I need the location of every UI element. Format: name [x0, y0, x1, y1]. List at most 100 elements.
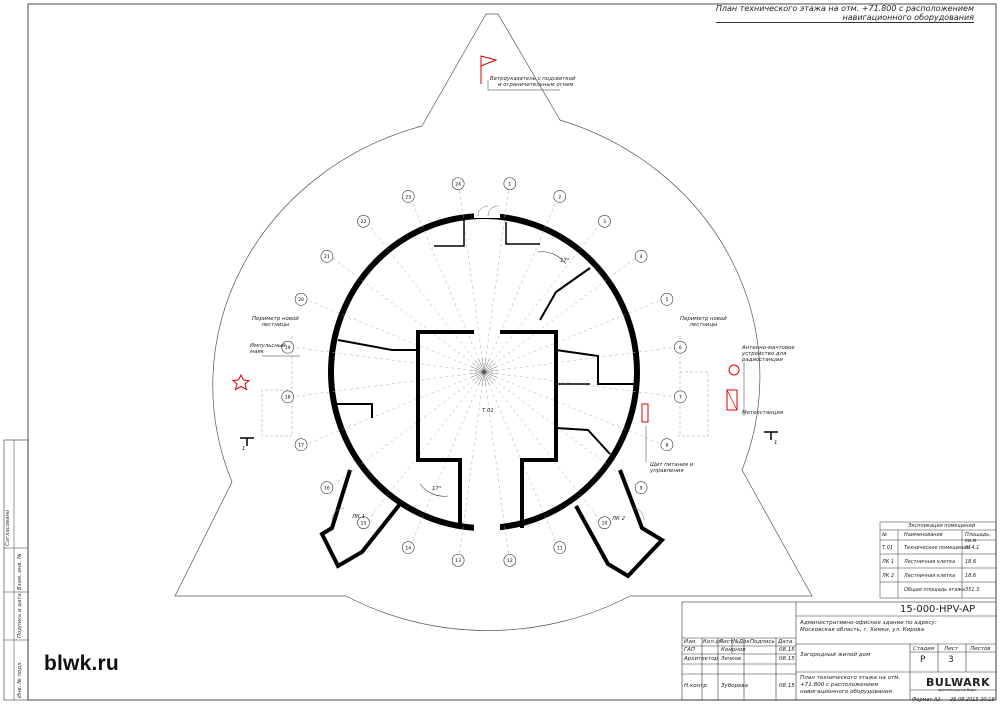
core-wall: [416, 330, 558, 528]
side-approved: Согласовано: [5, 509, 11, 546]
label-room-center: Т.01: [482, 408, 494, 414]
column-marker: 18: [281, 390, 294, 404]
column-marker-label: 9: [640, 485, 643, 491]
stamp-header: Лист: [719, 639, 733, 645]
radial-line: [285, 346, 485, 373]
column-marker-label: 6: [679, 345, 682, 351]
column-marker: 1: [503, 177, 517, 190]
column-marker: 3: [598, 214, 611, 228]
radial-line: [285, 371, 485, 398]
label-meteo: Метеостанция: [742, 410, 784, 416]
wind-indicator-icon: [480, 55, 560, 91]
column-marker-label: 22: [361, 219, 367, 225]
column-marker-label: 23: [405, 194, 411, 200]
explication-cell: Общая площадь этажа: [904, 587, 965, 593]
stamp-code: 15-000-HPV-AP: [900, 604, 976, 615]
stamp-person-cell: Зечков: [721, 656, 742, 662]
column-marker-label: 19: [285, 345, 291, 351]
radial-line: [483, 346, 683, 373]
explication-cell: 18.6: [965, 559, 977, 565]
column-marker: 10: [598, 516, 611, 530]
stamp-sheet: 3: [948, 655, 954, 665]
explication-cell: ЛК 2: [882, 573, 895, 579]
stamp-person-cell: Н.контр: [684, 683, 707, 689]
burst-line: [483, 359, 490, 373]
burst-line: [478, 359, 485, 373]
column-marker-label: 5: [665, 297, 668, 303]
stair-right: [574, 469, 666, 579]
explication-cell: Лестничная клетка: [904, 559, 956, 565]
burst-line: [483, 360, 493, 373]
explication-cell: Лестничная клетка: [904, 573, 956, 579]
burst-line: [483, 371, 493, 384]
label-lk-right: ЛК 2: [612, 516, 626, 522]
radial-line: [362, 216, 485, 373]
column-marker-label: 11: [557, 545, 563, 551]
explication-cell: 18.6: [965, 573, 977, 579]
stamp-person-cell: 08.15: [779, 647, 795, 653]
explication-title: Экспликация помещений: [908, 523, 976, 529]
column-marker: 16: [320, 481, 334, 494]
stair-left: [319, 469, 402, 569]
explication-header: №: [882, 532, 888, 538]
meteo-station-icon: [726, 389, 738, 411]
stamp-header: Изм.: [684, 639, 697, 645]
column-marker: 9: [634, 481, 648, 494]
stamp-building: Загородный жилой дом: [800, 652, 871, 658]
column-marker-label: 20: [298, 297, 304, 303]
side-signature-date: Подпись и дата: [17, 593, 23, 638]
stamp-person-cell: ГАП: [684, 647, 695, 653]
beacon-star-icon: [231, 355, 300, 391]
burst-line: [475, 371, 485, 384]
column-marker: 8: [660, 438, 674, 452]
explication-table: [879, 521, 997, 599]
radial-line: [362, 371, 485, 528]
radial-line: [483, 190, 561, 373]
burst-line: [478, 371, 485, 385]
burst-line: [483, 363, 496, 373]
column-marker-label: 18: [285, 395, 291, 401]
column-marker: 5: [660, 292, 674, 306]
column-marker: 4: [634, 250, 648, 263]
stamp-header: Кол.уч: [703, 639, 723, 645]
column-marker-label: 4: [640, 254, 643, 260]
sheet-title: План технического этажа на отм. +71.800 …: [715, 4, 974, 23]
column-marker: 19: [281, 340, 294, 354]
column-marker: 11: [553, 541, 567, 554]
burst-line: [483, 371, 498, 374]
column-marker: 7: [674, 390, 687, 404]
explication-cell: 351.3: [965, 587, 980, 593]
side-replace-inv: Взам. инв. №: [17, 553, 23, 590]
burst-line: [470, 370, 485, 373]
radial-line: [483, 177, 511, 373]
burst-line: [483, 371, 496, 381]
section-mark-left: 1: [242, 446, 246, 452]
explication-cell: Техническое помещение: [904, 545, 970, 551]
column-marker-label: 10: [602, 521, 608, 527]
column-marker: 24: [451, 177, 465, 190]
section-mark-right: 1: [774, 440, 778, 446]
burst-line: [470, 371, 485, 374]
column-marker-label: 13: [455, 558, 461, 564]
sheet-frame: [27, 3, 997, 701]
explication-cell: ЛК 1: [882, 559, 895, 565]
burst-line: [475, 360, 485, 373]
burst-line: [482, 358, 485, 373]
radial-line: [299, 371, 485, 448]
burst-line: [483, 371, 486, 386]
column-marker-label: 24: [455, 181, 461, 187]
roof-contour: [174, 13, 813, 631]
column-marker: 13: [451, 554, 465, 567]
burst-line: [471, 371, 485, 378]
column-marker-label: 8: [665, 443, 668, 449]
burst-line: [482, 371, 485, 386]
bulwark-logo-sub: архитектурное бюро: [938, 688, 977, 692]
radial-line: [483, 371, 683, 398]
watermark: blwk.ru: [44, 652, 119, 675]
column-marker-label: 7: [679, 395, 682, 401]
